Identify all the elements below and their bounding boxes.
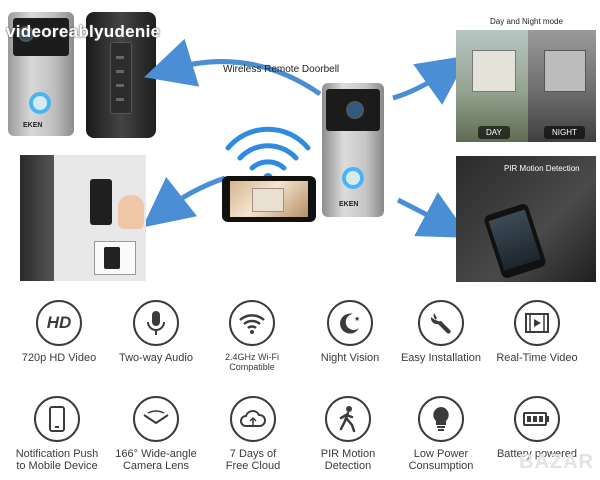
day-night-caption: Day and Night mode <box>490 17 563 26</box>
feature-label: PIR Motion Detection <box>320 448 376 472</box>
phone-landscape-image <box>222 176 316 222</box>
feature-label: Notification Push to Mobile Device <box>15 448 99 472</box>
day-label: DAY <box>478 126 510 139</box>
bottom-watermark: BAZAR <box>519 451 594 473</box>
feature-label: Easy Installation <box>400 352 482 364</box>
svg-text:★: ★ <box>354 315 360 323</box>
microphone-icon <box>133 300 179 346</box>
feature-label: Two-way Audio <box>119 352 193 364</box>
feature-label: 720p HD Video <box>21 352 97 364</box>
wrench-icon <box>418 300 464 346</box>
feature-label: 2.4GHz Wi-Fi Compatible <box>225 352 279 372</box>
feature-hd-video: HD 720p HD Video <box>11 300 107 364</box>
feature-label: Battery powered <box>496 448 578 460</box>
arrow-to-day-night <box>392 55 469 105</box>
cloud-icon <box>230 396 276 442</box>
feature-label: Low Power Consumption <box>408 448 474 472</box>
feature-night-vision: ★ Night Vision <box>302 300 398 364</box>
wide-angle-icon <box>133 396 179 442</box>
feature-label: 7 Days of Free Cloud <box>225 448 281 472</box>
feature-free-cloud: 7 Days of Free Cloud <box>205 396 301 472</box>
hd-icon: HD <box>36 300 82 346</box>
feature-label: 166° Wide-angle Camera Lens <box>115 448 197 472</box>
bulb-icon <box>418 396 464 442</box>
feature-wide-angle: 166° Wide-angle Camera Lens <box>108 396 204 472</box>
night-label: NIGHT <box>544 126 585 139</box>
video-icon <box>514 300 560 346</box>
watermark-text: videoreablyudenie <box>6 22 161 41</box>
brand-label-front: EKEN <box>23 122 43 129</box>
pir-caption: PIR Motion Detection <box>504 164 580 173</box>
wireless-caption: Wireless Remote Doorbell <box>223 64 340 75</box>
feature-battery: Battery powered <box>489 396 585 460</box>
feature-notification-push: Notification Push to Mobile Device <box>9 396 105 472</box>
doorbell-center-image: EKEN <box>322 83 384 217</box>
brand-label-center: EKEN <box>339 201 359 208</box>
moon-icon: ★ <box>327 300 373 346</box>
feature-low-power: Low Power Consumption <box>393 396 489 472</box>
motion-icon <box>325 396 371 442</box>
arrow-to-doorbell-back <box>144 38 322 97</box>
phone-icon <box>34 396 80 442</box>
feature-label: Real-Time Video <box>496 352 578 364</box>
feature-pir-motion: PIR Motion Detection <box>300 396 396 472</box>
wifi-icon <box>229 300 275 346</box>
arrows-layer <box>142 38 471 238</box>
battery-icon <box>514 396 560 442</box>
feature-easy-installation: Easy Installation <box>393 300 489 364</box>
arrow-to-installation <box>142 175 226 228</box>
feature-two-way-audio: Two-way Audio <box>108 300 204 364</box>
pir-photo: PIR Motion Detection <box>456 156 596 282</box>
arrow-to-pir <box>396 192 471 238</box>
doorbell-front-image: EKEN <box>8 12 74 136</box>
feature-label: Night Vision <box>320 352 380 364</box>
day-night-photo: DAY NIGHT <box>456 30 596 142</box>
installation-photo <box>20 155 146 281</box>
feature-wifi: 2.4GHz Wi-Fi Compatible <box>204 300 300 372</box>
feature-real-time-video: Real-Time Video <box>489 300 585 364</box>
